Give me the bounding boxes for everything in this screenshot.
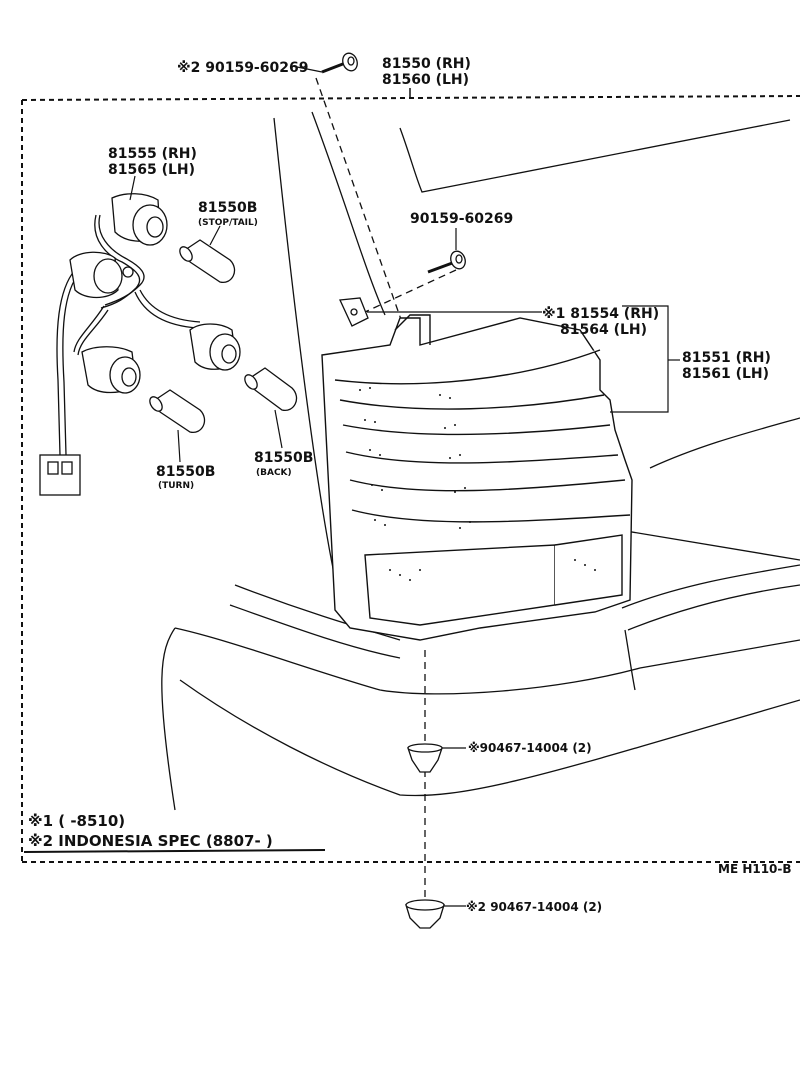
bulb-turn [149, 389, 206, 433]
callout-assembly-rh: 81550 (RH) [382, 56, 471, 72]
screw-top [321, 52, 358, 74]
screw-mid [427, 250, 466, 274]
leader-lines-solid [129, 65, 680, 907]
callout-gasket-rh: ※1 81554 (RH) [542, 306, 659, 322]
tail-lamp-assembly [321, 314, 633, 641]
callout-bulb-turn-sub: (TURN) [158, 481, 194, 491]
note-1: ※1 ( -8510) [28, 812, 125, 830]
callout-bulb-turn-pn: 81550B [156, 464, 215, 480]
bulb-socket-main [69, 251, 134, 299]
wire-connector [39, 454, 81, 496]
leader-lines-dashed [315, 77, 457, 900]
callout-lens-lh: 81561 (LH) [682, 366, 769, 382]
callout-bulb-stop-sub: (STOP/TAIL) [198, 218, 258, 228]
callout-socket-lh: 81565 (LH) [108, 162, 195, 178]
callout-bulb-stop-pn: 81550B [198, 200, 257, 216]
clip-lower [405, 899, 445, 929]
lamp-lens-stipple [359, 387, 596, 581]
callout-top-screw: ※2 90159-60269 [177, 60, 308, 76]
clip-upper [407, 743, 443, 773]
gasket-part [339, 297, 369, 327]
callout-assembly-lh: 81560 (LH) [382, 72, 469, 88]
bulb-socket-back [189, 323, 241, 371]
callout-screw-mid: 90159-60269 [410, 211, 513, 227]
callout-bulb-back-sub: (BACK) [256, 468, 292, 478]
bulb-socket-stop-tail [111, 193, 168, 246]
bulb-stop-tail [179, 239, 236, 283]
vehicle-body-outline [161, 111, 800, 811]
callout-socket-rh: 81555 (RH) [108, 146, 197, 162]
bulb-back [244, 367, 298, 411]
callout-clip-upper: ※90467-14004 (2) [468, 741, 592, 755]
callout-lens-rh: 81551 (RH) [682, 350, 771, 366]
callout-gasket-lh: 81564 (LH) [560, 322, 647, 338]
figure-code: ME H110-B [718, 862, 792, 876]
note-2: ※2 INDONESIA SPEC (8807- ) [28, 832, 273, 850]
bulb-socket-turn [81, 346, 141, 394]
callout-clip-lower: ※2 90467-14004 (2) [466, 900, 602, 914]
assembly-boundary-frame [21, 95, 800, 863]
callout-bulb-back-pn: 81550B [254, 450, 313, 466]
